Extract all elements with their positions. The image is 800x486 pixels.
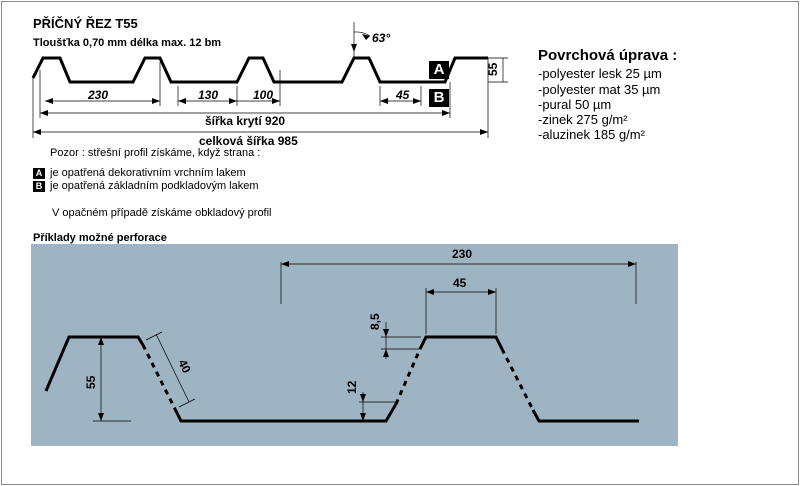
perforation-profile [44,335,145,392]
dim-angle: 63° [372,31,390,45]
legend-b-box: B [33,181,45,192]
perf-dim-40: 40 [175,357,194,375]
perf-dim-45: 45 [453,276,467,290]
section-title: PŘÍČNÝ ŘEZ T55 [33,16,138,31]
legend-a-text: je opatřená dekorativním vrchním lakem [50,167,246,179]
treatment-item: -zinek 275 g/m² [538,112,628,127]
perforation-heading: Příklady možné perforace [33,232,167,244]
dim-height-55: 55 [486,62,500,76]
roof-profile-note: Pozor : střešní profil získáme, když str… [50,147,261,159]
perforation-panel: 230 45 8,5 55 40 12 [31,244,678,446]
perf-dim-8-5: 8,5 [368,313,382,330]
opposite-case-note: V opačném případě získáme obkladový prof… [52,207,272,219]
legend-b-text: je opatřená základním podkladovým lakem [50,180,259,192]
treatment-item: -polyester lesk 25 µm [538,66,662,81]
dim-100: 100 [253,88,273,102]
side-a-marker: A [429,61,449,79]
dim-230: 230 [87,88,108,102]
perf-dim-12: 12 [345,380,359,394]
treatment-item: -pural 50 µm [538,97,612,112]
side-b-marker: B [429,89,449,107]
perforation-drawing: 230 45 8,5 55 40 12 [44,247,639,423]
dim-130: 130 [198,88,218,102]
perf-dim-55: 55 [84,375,98,389]
treatment-heading: Povrchová úprava : [538,47,678,64]
treatment-item: -aluzinek 185 g/m² [538,127,645,142]
treatment-item: -polyester mat 35 µm [538,82,661,97]
legend-a-box: A [33,168,45,179]
trapezoid-profile [31,56,488,84]
perf-dim-230: 230 [452,247,472,261]
section-subtitle: Tloušťka 0,70 mm délka max. 12 bm [33,37,222,49]
cover-width-label: šířka krytí 920 [205,114,285,128]
total-width-label: celková šířka 985 [199,134,298,148]
dim-45: 45 [395,88,410,102]
